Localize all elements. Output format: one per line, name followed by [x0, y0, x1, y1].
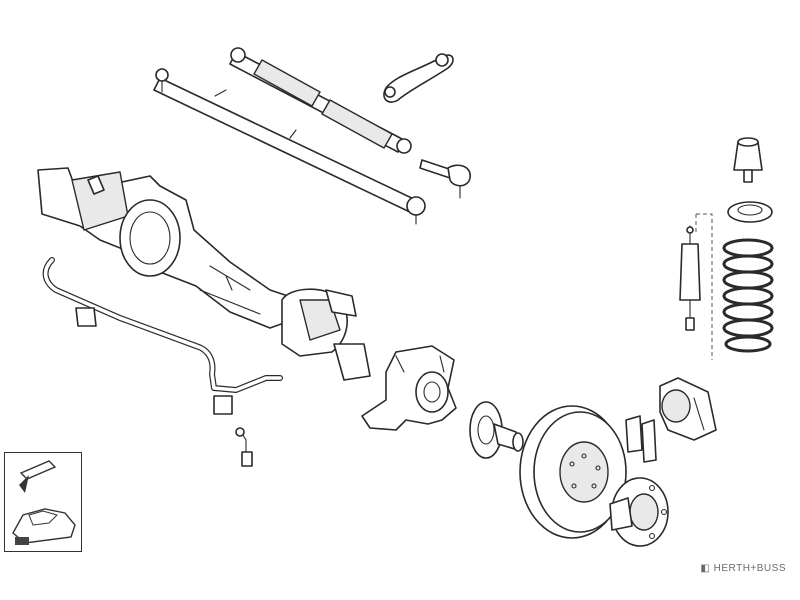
brand-watermark: ◧ HERTH+BUSS [700, 563, 786, 574]
steering-knuckle [361, 345, 457, 431]
steering-damper [229, 47, 412, 154]
stabilizer-bushing [75, 307, 233, 415]
coil-spring [695, 213, 774, 360]
axle-housing [37, 167, 371, 381]
tie-rod-end [419, 159, 471, 199]
brand-name: HERTH+BUSS [713, 563, 786, 574]
tie-rod [153, 68, 426, 225]
spring-seat [727, 201, 773, 223]
brake-pads [625, 415, 657, 463]
stabilizer-bar [42, 257, 283, 393]
pitman-arm [383, 53, 454, 103]
bump-stop [733, 137, 763, 183]
car-silhouette-icon [12, 460, 76, 545]
wheel-hub [469, 401, 524, 459]
stabilizer-link [235, 427, 253, 467]
shock-absorber [679, 225, 701, 331]
vehicle-location-inset [4, 452, 82, 552]
drive-flange [609, 477, 669, 547]
brake-disc [519, 405, 627, 539]
brake-caliper [659, 377, 717, 441]
brand-logo-icon: ◧ [700, 563, 714, 574]
